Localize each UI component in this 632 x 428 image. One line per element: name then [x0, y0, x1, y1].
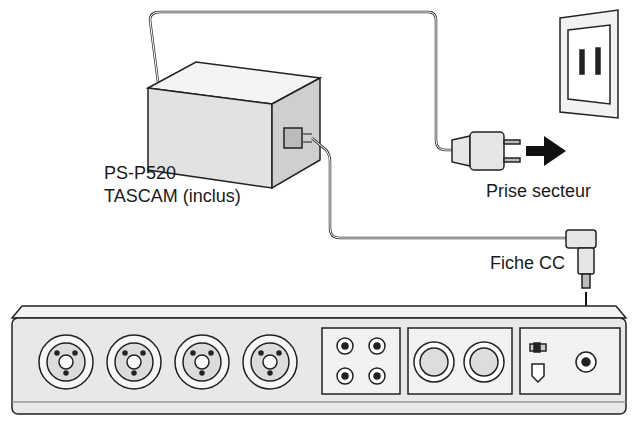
dc-plug [566, 230, 596, 248]
midi-ports [420, 348, 448, 376]
power-adapter [284, 128, 302, 148]
adapter-label: PS-P520 TASCAM (inclus) [104, 162, 254, 209]
combo-jacks [175, 335, 229, 389]
rca-jacks [342, 373, 348, 379]
usb-switch-dc [530, 344, 546, 351]
combo-jacks [132, 371, 136, 375]
plug-label: Fiche CC [490, 252, 565, 275]
combo-jacks [59, 355, 73, 369]
audio-interface [12, 306, 626, 318]
rca-jacks [322, 328, 400, 394]
midi-ports [464, 342, 504, 382]
combo-jacks [200, 371, 204, 375]
wall-outlet [560, 10, 618, 118]
combo-jacks [55, 351, 59, 355]
combo-jacks [191, 351, 195, 355]
combo-jacks [107, 335, 161, 389]
combo-jacks [259, 351, 263, 355]
outlet-label: Prise secteur [486, 180, 591, 203]
usb-switch-dc [532, 364, 544, 382]
wall-outlet [596, 48, 600, 74]
insert-arrow [544, 136, 566, 166]
rca-jacks [374, 343, 380, 349]
mains-plug [452, 136, 470, 166]
usb-switch-dc [582, 358, 590, 366]
rca-jacks [369, 338, 385, 354]
mains-plug [470, 132, 504, 170]
combo-jacks [73, 351, 77, 355]
usb-switch-dc [520, 328, 620, 394]
audio-interface [12, 306, 626, 414]
rca-jacks [342, 343, 348, 349]
combo-jacks [277, 351, 281, 355]
combo-jacks [127, 355, 141, 369]
combo-jacks [39, 335, 93, 389]
combo-jacks [251, 343, 289, 381]
mains-plug [504, 140, 520, 144]
mains-plug [452, 132, 520, 170]
rca-jacks [322, 328, 400, 394]
combo-jacks [243, 335, 297, 389]
mains-plug [504, 158, 520, 162]
rca-jacks [369, 368, 385, 384]
combo-jacks [115, 343, 153, 381]
dc-plug [566, 230, 596, 288]
combo-jacks [47, 343, 85, 381]
combo-jacks [123, 351, 127, 355]
rca-jacks [374, 373, 380, 379]
audio-interface [12, 401, 626, 403]
dc-plug [582, 274, 590, 288]
insert-arrow [526, 136, 566, 166]
midi-ports [414, 342, 454, 382]
combo-jacks [64, 371, 68, 375]
dc-plug [578, 248, 594, 274]
combo-jacks [39, 335, 297, 389]
midi-ports [470, 348, 498, 376]
audio-interface [12, 318, 626, 414]
rca-jacks [337, 338, 353, 354]
combo-jacks [263, 355, 277, 369]
rca-jacks [337, 368, 353, 384]
midi-ports [408, 328, 512, 394]
midi-ports [408, 328, 512, 394]
wall-outlet [580, 50, 584, 74]
combo-jacks [195, 355, 209, 369]
wall-outlet [560, 10, 618, 118]
combo-jacks [268, 371, 272, 375]
combo-jacks [141, 351, 145, 355]
usb-switch-dc [534, 343, 540, 352]
combo-jacks [183, 343, 221, 381]
usb-switch-dc [576, 352, 596, 372]
power-adapter [272, 78, 320, 188]
usb-switch-dc [520, 328, 620, 394]
power-adapter [302, 134, 312, 142]
combo-jacks [209, 351, 213, 355]
wall-outlet [568, 25, 610, 104]
